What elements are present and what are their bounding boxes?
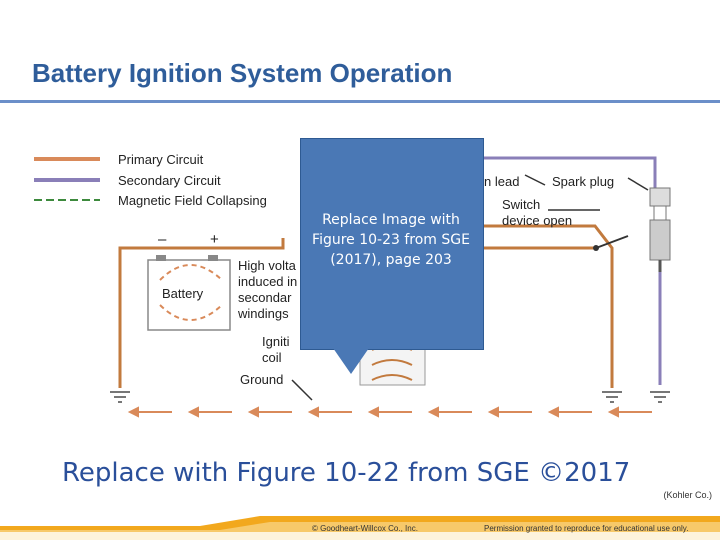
callout-pointer (333, 348, 369, 374)
title-divider (0, 100, 720, 103)
high-voltage-line1: High volta (238, 258, 296, 273)
legend-primary-label: Primary Circuit (118, 152, 204, 167)
high-voltage-line3: secondar (238, 290, 292, 305)
high-voltage-line2: induced in (238, 274, 298, 289)
ground-symbols (110, 391, 670, 403)
legend-magnetic-label: Magnetic Field Collapsing (118, 193, 267, 208)
battery-minus-label: – (158, 231, 167, 248)
footer-publisher: © Goodheart-Willcox Co., Inc. (312, 524, 418, 533)
replace-figure-caption: Replace with Figure 10-22 from SGE ©2017 (62, 458, 631, 488)
ignition-coil-line1: Igniti (262, 334, 290, 349)
footer-permission: Permission granted to reproduce for educ… (484, 524, 689, 533)
ignition-coil-line2: coil (262, 350, 282, 365)
spark-plug-shape (649, 187, 671, 272)
battery-label: Battery (162, 286, 204, 301)
switch-label-line1: Switch (502, 197, 541, 212)
callout-text: Replace Image with Figure 10-23 from SGE… (312, 212, 470, 268)
footer-bar (0, 516, 720, 540)
high-voltage-line4: windings (238, 306, 289, 321)
battery-shape (147, 259, 231, 331)
primary-circuit-path (118, 238, 285, 388)
ground-return-arrows (127, 406, 652, 418)
legend-secondary-label: Secondary Circuit (118, 173, 221, 188)
image-placeholder-callout (300, 138, 484, 350)
ground-label: Ground (240, 372, 284, 387)
image-credit: (Kohler Co.) (663, 490, 712, 500)
secondary-circuit-path (420, 156, 657, 192)
battery-plus-label: + (210, 231, 219, 248)
switch-label-line2: device open (502, 213, 573, 228)
spark-plug-label: Spark plug (552, 174, 615, 189)
label-arrows (291, 174, 649, 401)
slide-title: Battery Ignition System Operation (32, 58, 453, 88)
ignition-lead-label: n lead (484, 174, 520, 189)
